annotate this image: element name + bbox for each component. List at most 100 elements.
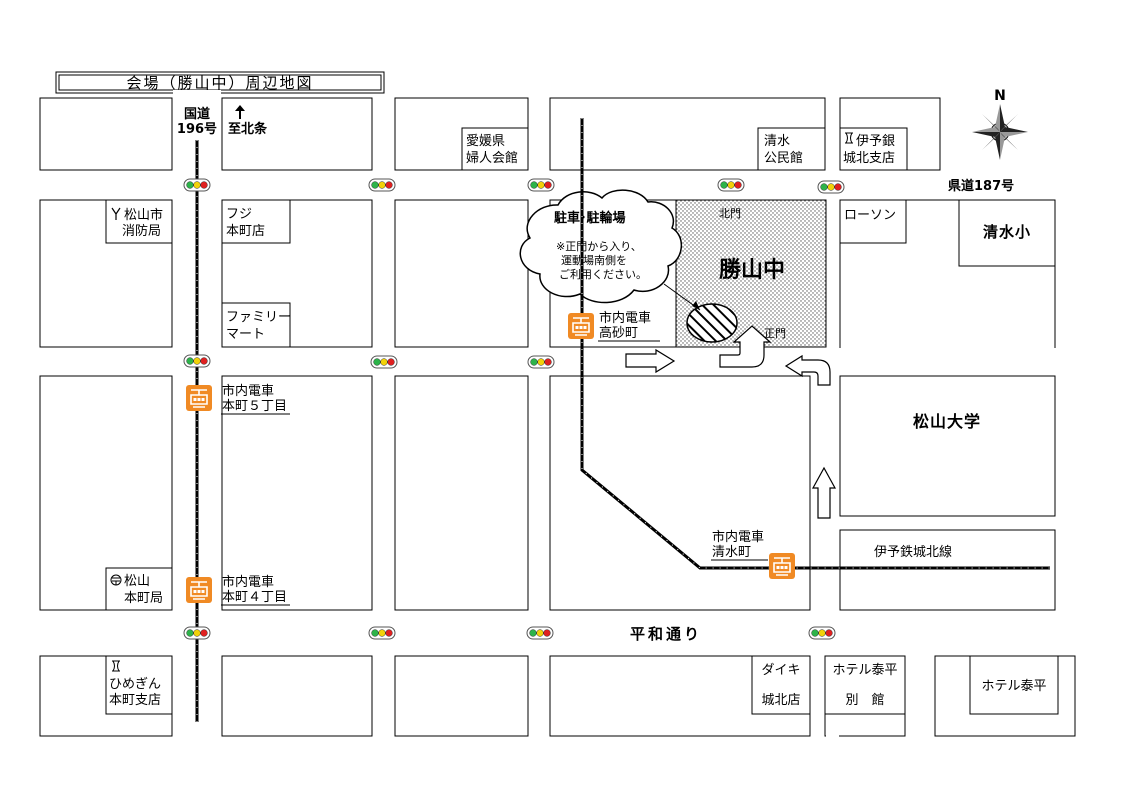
block [394,375,529,611]
ehime-women-box [461,127,529,171]
fire-station-box [105,199,173,244]
main-gate-label: 正門 [764,327,786,340]
national-route-label-1: 国道 [184,106,210,122]
compass-rose-icon: N [972,88,1028,160]
familymart-label-1: ファミリー [226,310,291,325]
tram-stops [186,313,795,603]
fuji-label-2: 本町店 [226,224,265,239]
block [839,529,1056,611]
iyo-bank-label-1: 伊予銀 [856,134,895,149]
honmachi5-label-2: 本町５丁目 [222,399,287,414]
shimizu-hall-box [757,127,826,171]
traffic-light-icon [183,626,211,640]
tram-stop-icon [186,577,212,603]
takasago-label-1: 市内電車 [599,310,651,326]
parking-callout-line1: ※正門から入り、 [556,240,642,253]
lawson-box [839,199,907,244]
fuji-box [221,199,291,244]
block [839,375,1056,517]
honmachi5-label-1: 市内電車 [222,383,274,399]
hotel-taihei-box [969,655,1059,715]
himegin-label-2: 本町支店 [109,693,161,708]
familymart-box [221,302,291,348]
traffic-light-icon [527,178,555,192]
bank-icon [112,660,120,672]
north-gate-label: 北門 [719,207,741,220]
post-office-label-1: 松山 [124,574,150,589]
traffic-light-icon [526,626,554,640]
shimizu-hall-label-2: 公民館 [764,151,803,166]
himegin-label-1: ひめぎん [109,677,161,692]
ehime-women-label-2: 婦人会館 [466,150,518,166]
prefectural-route-label: 県道187号 [948,178,1014,194]
traffic-light-icon [368,626,396,640]
national-route-label-2: 196号 [177,122,217,137]
hotel-taihei-annex-label-1: ホテル泰平 [832,663,897,678]
hotel-taihei-label: ホテル泰平 [981,679,1046,694]
heiwa-dori-label: 平和通り [630,625,702,643]
fire-station-label-2: 消防局 [122,223,161,239]
road-labels: 国道 196号 至北条 県道187号 平和通り 伊予鉄城北線 [177,105,1014,643]
traffic-light-icon [717,178,745,192]
block [221,655,373,737]
ehime-women-label-1: 愛媛県 [466,134,505,149]
daiki-box [751,655,811,715]
venue-name: 勝山中 [719,258,785,283]
matsuyama-university-label: 松山大学 [913,412,981,431]
venue-katsuyama-jhs: 勝山中 北門 正門 [675,199,827,348]
up-arrow-icon [235,105,245,119]
block [394,199,529,348]
hotel-taihei-annex-box [824,655,906,715]
parking-callout-heading: 駐車･駐輪場 [554,210,626,226]
map-title-text: 会場（勝山中）周辺地図 [126,74,313,92]
parking-callout-line3: ご利用ください。 [559,267,647,281]
traffic-lights [183,178,845,640]
shimizu-elementary-label: 清水小 [983,223,1031,241]
arrow-turn-left [784,354,831,386]
traffic-light-icon [527,355,555,369]
block [221,97,373,171]
post-office-icon [110,574,122,586]
fuji-label-1: フジ [226,207,252,222]
arrow-turn-to-gate [719,325,772,368]
honmachi4-label-2: 本町４丁目 [222,590,287,605]
parking-callout-line2: 運動場南側を [561,253,627,267]
iyotetsu-line-label: 伊予鉄城北線 [874,544,952,560]
tram-stop-icon [568,313,594,339]
himegin-box [105,655,173,715]
tram-lines [195,118,1050,722]
shimizu-hall-label-1: 清水 [764,134,790,149]
fire-station-label-1: 松山市 [124,207,163,223]
honmachi4-label-1: 市内電車 [222,574,274,590]
tram-stop-icon [769,553,795,579]
block [221,375,373,611]
shimizu-station-label-1: 市内電車 [712,529,764,545]
familymart-label-2: マート [226,327,265,342]
fire-station-icon [111,207,121,220]
to-kitagumi-label: 至北条 [228,121,268,137]
daiki-label-2: 城北店 [761,693,800,708]
block [39,97,173,171]
daiki-label-1: ダイキ [761,663,800,678]
tram-stop-icon [186,385,212,411]
iyo-bank-label-2: 城北支店 [843,151,895,166]
shimizu-station-label-2: 清水町 [712,545,751,560]
traffic-light-icon [817,180,845,194]
arrow-right [625,348,676,374]
post-office-label-2: 本町局 [124,591,163,606]
block [394,655,529,737]
block [549,375,811,611]
traffic-light-icon [370,355,398,369]
hotel-taihei-annex-label-2: 別 館 [845,693,884,708]
landmarks: 松山市 消防局 フジ 本町店 ファミリー マート 愛媛県 婦人会館 清水 公民館… [105,127,1059,715]
compass-north-label: N [994,88,1006,104]
traffic-light-icon [183,354,211,368]
takasago-label-2: 高砂町 [599,325,638,341]
arrow-up [811,466,837,519]
shimizu-elementary-box [958,199,1056,267]
route-arrows [625,325,837,519]
traffic-light-icon [183,178,211,192]
station-labels: 市内電車 高砂町 市内電車 本町５丁目 市内電車 本町４丁目 市内電車 清水町 [221,310,768,606]
traffic-light-icon [368,178,396,192]
bank-icon [845,132,853,144]
